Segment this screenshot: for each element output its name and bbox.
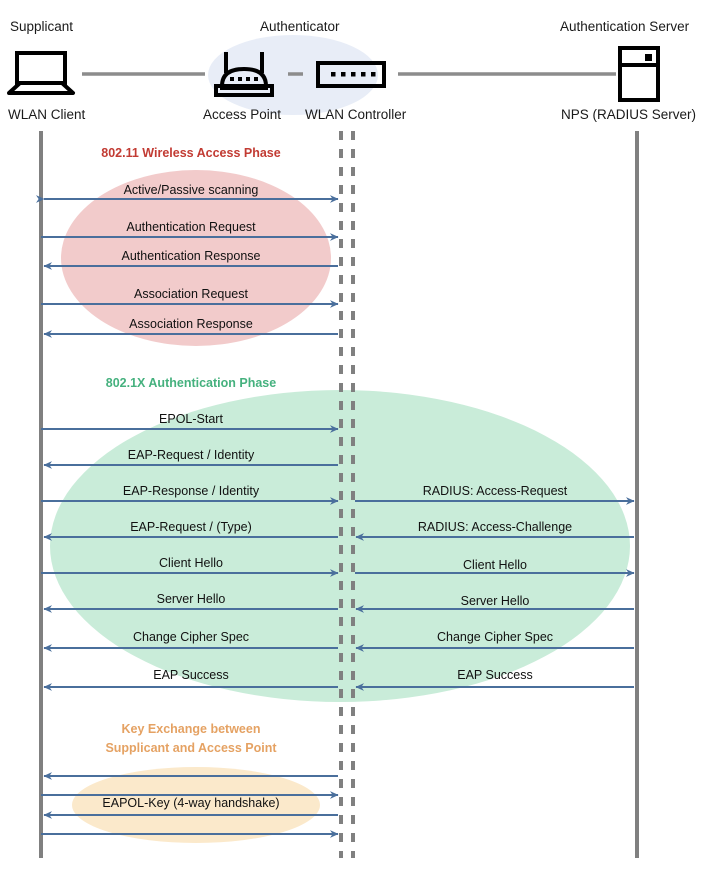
message-label-radius-access-request: RADIUS: Access-Request: [422, 484, 568, 498]
wireless-access-point-icon: [214, 52, 274, 97]
server-rack-icon: [618, 46, 660, 102]
actor-device-wlan-controller: WLAN Controller: [305, 107, 407, 122]
actor-role-supplicant: Supplicant: [10, 19, 74, 34]
message-label-eap-success-left: EAP Success: [153, 668, 229, 682]
actor-role-auth-server: Authentication Server: [560, 19, 690, 34]
network-switch-icon: [316, 61, 386, 88]
phase-ellipse-wireless-access: [61, 170, 331, 346]
laptop-icon: [7, 51, 75, 95]
message-label-eapol-key-handshake: EAPOL-Key (4-way handshake): [102, 796, 280, 810]
phase-ellipse-key-exchange: [72, 767, 320, 843]
phase-title-key-exchange-line2: Supplicant and Access Point: [105, 741, 277, 755]
message-label-eap-request-identity: EAP-Request / Identity: [127, 448, 255, 462]
actor-device-wlan-client: WLAN Client: [8, 107, 86, 122]
message-label-change-cipher-spec-left: Change Cipher Spec: [132, 630, 250, 644]
phase-title-key-exchange-line1: Key Exchange between: [121, 722, 261, 736]
message-label-server-hello-right: Server Hello: [460, 594, 530, 608]
message-label-eap-response-identity: EAP-Response / Identity: [122, 484, 260, 498]
message-label-client-hello-left: Client Hello: [159, 556, 223, 570]
message-label-eap-request-type: EAP-Request / (Type): [130, 520, 252, 534]
phase-title-wireless-access: 802.11 Wireless Access Phase: [101, 146, 281, 160]
message-label-radius-access-challenge: RADIUS: Access-Challenge: [417, 520, 573, 534]
message-label-association-request: Association Request: [134, 287, 248, 301]
actor-device-nps-radius-server: NPS (RADIUS Server): [561, 107, 697, 122]
message-label-authentication-response: Authentication Response: [121, 249, 261, 263]
message-label-change-cipher-spec-right: Change Cipher Spec: [436, 630, 554, 644]
message-label-eap-success-right: EAP Success: [457, 668, 533, 682]
actor-device-access-point: Access Point: [203, 107, 282, 122]
message-label-client-hello-right: Client Hello: [463, 558, 527, 572]
message-label-server-hello-left: Server Hello: [156, 592, 226, 606]
message-label-active-passive-scanning: Active/Passive scanning: [123, 183, 259, 197]
message-label-authentication-request: Authentication Request: [126, 220, 256, 234]
message-label-association-response: Association Response: [129, 317, 253, 331]
phase-title-dot1x-authentication: 802.1X Authentication Phase: [105, 376, 277, 390]
actor-role-authenticator: Authenticator: [260, 19, 340, 34]
message-label-epol-start: EPOL-Start: [159, 412, 223, 426]
